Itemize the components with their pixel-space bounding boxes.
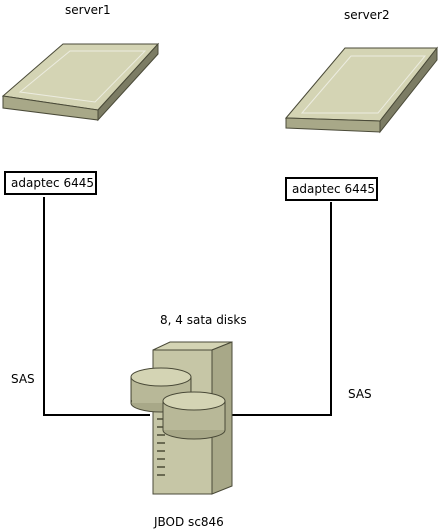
sas-left-label: SAS bbox=[11, 372, 35, 386]
disks-label: 8, 4 sata disks bbox=[160, 313, 247, 327]
sas-right-label: SAS bbox=[348, 387, 372, 401]
server1-icon bbox=[1, 42, 160, 122]
sas-link-right bbox=[230, 202, 332, 416]
server1-adapter-box: adaptec 6445 bbox=[4, 171, 97, 195]
disk-icon bbox=[162, 391, 226, 440]
server2-title: server2 bbox=[344, 8, 390, 22]
server1-title: server1 bbox=[65, 3, 111, 17]
sas-link-left bbox=[43, 197, 150, 416]
server2-icon bbox=[284, 46, 439, 134]
server2-adapter-box: adaptec 6445 bbox=[285, 177, 378, 201]
jbod-label: JBOD sc846 bbox=[154, 515, 224, 529]
vent-slots bbox=[157, 418, 165, 476]
jbod-tower-icon bbox=[152, 341, 233, 495]
